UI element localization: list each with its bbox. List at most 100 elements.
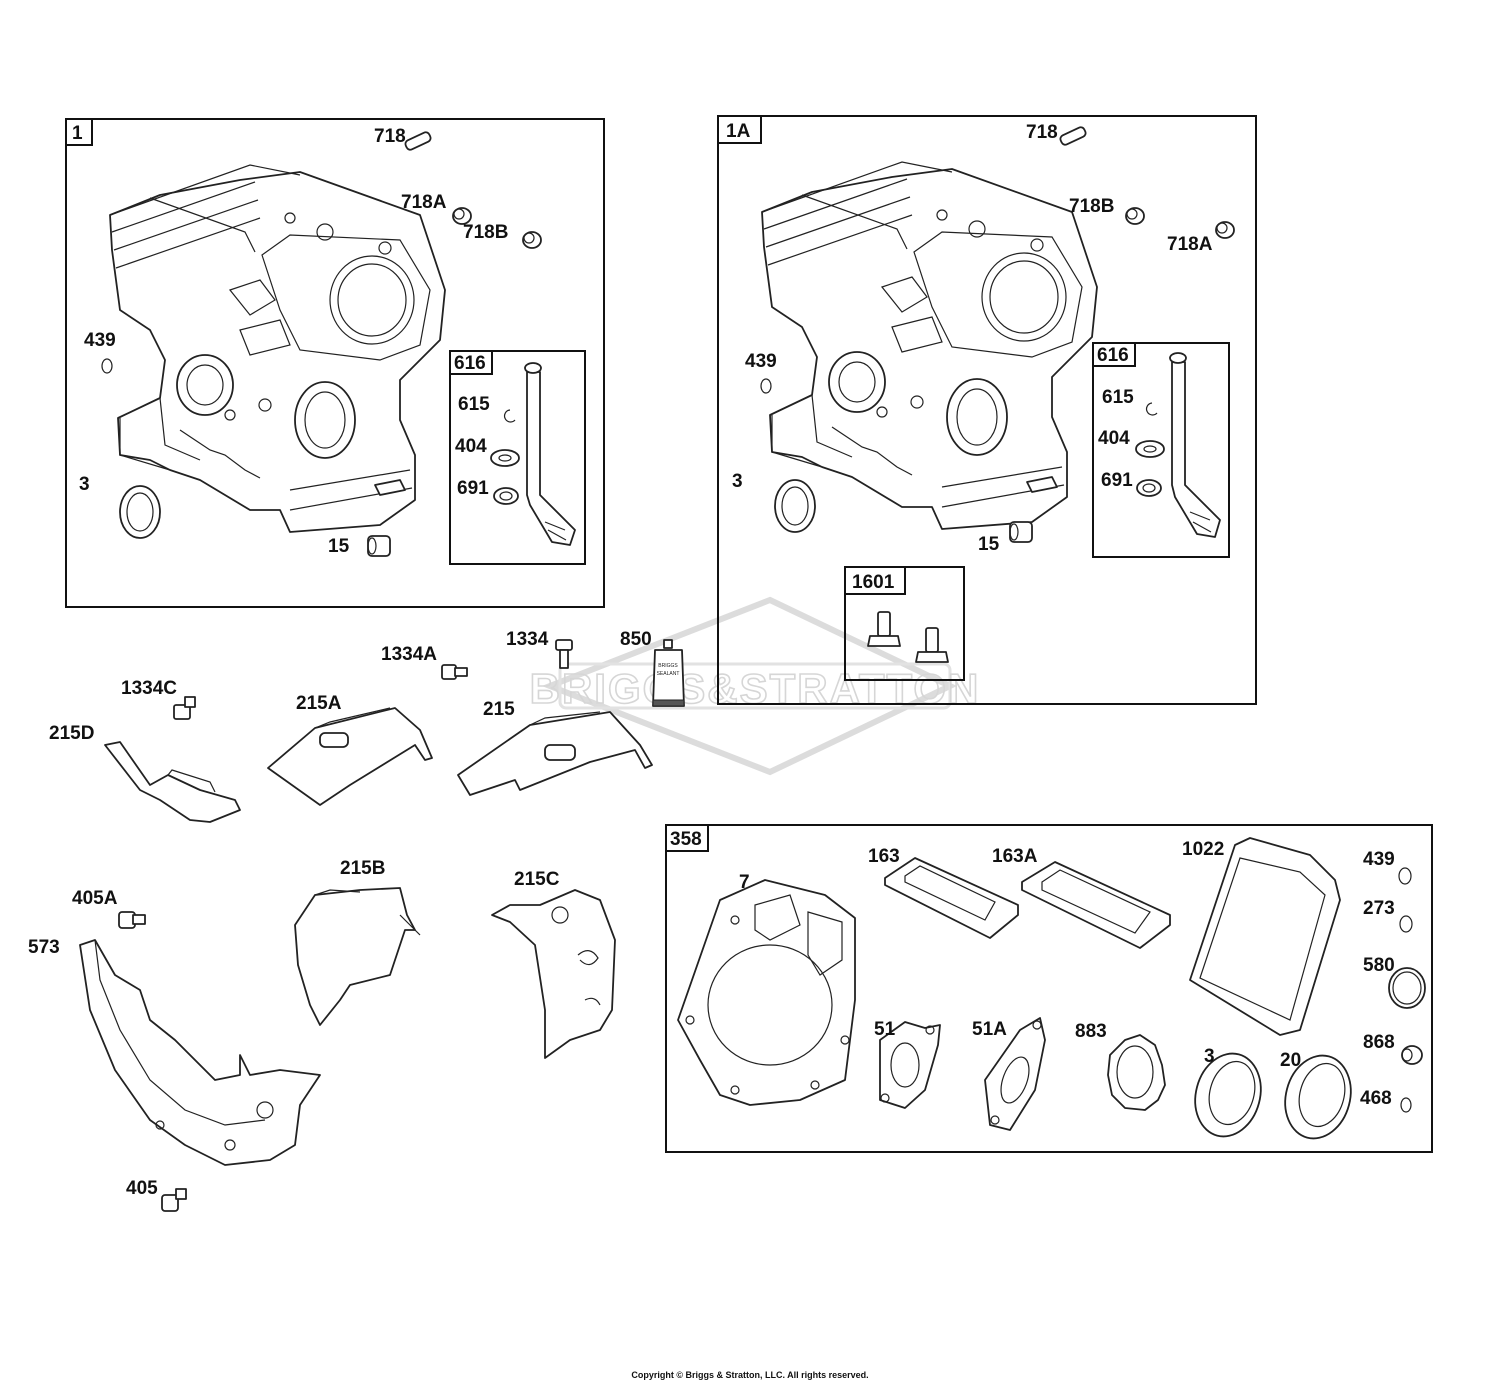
- seal-3-left[interactable]: [119, 485, 161, 539]
- baffle-215D[interactable]: [104, 741, 241, 823]
- baffle-215C[interactable]: [491, 889, 616, 1059]
- pin-718-left[interactable]: [404, 131, 432, 151]
- bolt-1334A[interactable]: [441, 664, 468, 680]
- gasket-163[interactable]: [884, 857, 1019, 939]
- clip-615-right[interactable]: [1146, 402, 1158, 416]
- label-215D: 215D: [49, 723, 94, 744]
- label-215C: 215C: [514, 869, 560, 890]
- label-468: 468: [1360, 1088, 1392, 1109]
- assembly-box-616-left[interactable]: 616: [449, 350, 586, 565]
- ring-273[interactable]: [1399, 915, 1413, 933]
- label-215B: 215B: [340, 858, 385, 879]
- box-label-1: 1: [72, 123, 83, 144]
- engine-block-left[interactable]: [109, 164, 446, 533]
- ring-439-left[interactable]: [101, 358, 113, 374]
- seal-691-left[interactable]: [493, 487, 519, 505]
- copyright-notice: Copyright © Briggs & Stratton, LLC. All …: [631, 1370, 869, 1380]
- label-1334C: 1334C: [121, 678, 177, 699]
- box-label-358: 358: [670, 829, 702, 850]
- assembly-box-1A[interactable]: 1A: [717, 115, 1257, 705]
- label-51A: 51A: [972, 1019, 1007, 1040]
- o-ring-580[interactable]: [1388, 967, 1426, 1009]
- dowel-15-right[interactable]: [1009, 521, 1033, 543]
- label-404-left: 404: [455, 436, 487, 457]
- label-3-set: 3: [1204, 1046, 1215, 1067]
- label-20: 20: [1280, 1050, 1301, 1071]
- bushing-718A-right[interactable]: [1215, 221, 1235, 239]
- bolt-405[interactable]: [161, 1188, 187, 1212]
- label-439-right: 439: [745, 351, 777, 372]
- seal-3-right[interactable]: [774, 479, 816, 533]
- bolt-1601-b[interactable]: [915, 627, 949, 663]
- bolt-1601-a[interactable]: [867, 611, 901, 647]
- label-3-left: 3: [79, 474, 90, 495]
- box-label-616-right: 616: [1097, 345, 1129, 366]
- label-3-right: 3: [732, 471, 743, 492]
- gasket-1022[interactable]: [1189, 837, 1341, 1036]
- dipstick-tube-right[interactable]: [1169, 352, 1221, 538]
- box-label-1601: 1601: [852, 572, 895, 593]
- label-163: 163: [868, 846, 900, 867]
- box-label-1A: 1A: [726, 121, 751, 142]
- washer-404-right[interactable]: [1135, 440, 1165, 458]
- label-718B-right: 718B: [1069, 196, 1114, 217]
- gasket-51A[interactable]: [984, 1017, 1046, 1131]
- pin-718-right[interactable]: [1059, 126, 1087, 146]
- seal-20[interactable]: [1276, 1048, 1360, 1146]
- label-215: 215: [483, 699, 515, 720]
- bushing-718A-left[interactable]: [452, 207, 472, 225]
- label-15-right: 15: [978, 534, 1000, 555]
- washer-404-left[interactable]: [490, 449, 520, 467]
- label-615-right: 615: [1102, 387, 1134, 408]
- label-405A: 405A: [72, 888, 118, 909]
- bolt-1334[interactable]: [555, 639, 573, 669]
- sealant-tube-850[interactable]: BRIGGS SEALANT: [652, 639, 685, 707]
- label-404-right: 404: [1098, 428, 1130, 449]
- label-163A: 163A: [992, 846, 1038, 867]
- gasket-883[interactable]: [1107, 1034, 1166, 1111]
- assembly-box-1601[interactable]: 1601: [844, 566, 965, 681]
- baffle-215A[interactable]: [267, 707, 433, 806]
- assembly-box-358[interactable]: 358: [665, 824, 1433, 1153]
- label-691-left: 691: [457, 478, 489, 499]
- dowel-15-left[interactable]: [367, 535, 391, 557]
- label-718A-right: 718A: [1167, 234, 1213, 255]
- bolt-405A[interactable]: [118, 911, 146, 929]
- label-1022: 1022: [1182, 839, 1224, 860]
- label-405: 405: [126, 1178, 158, 1199]
- label-15-left: 15: [328, 536, 350, 557]
- label-691-right: 691: [1101, 470, 1133, 491]
- label-1334: 1334: [506, 629, 549, 650]
- baffle-215B[interactable]: [294, 887, 421, 1026]
- seal-868[interactable]: [1401, 1045, 1423, 1065]
- ring-439-right[interactable]: [760, 378, 772, 394]
- label-718A-left: 718A: [401, 192, 447, 213]
- label-883: 883: [1075, 1021, 1107, 1042]
- bolt-1334C[interactable]: [173, 696, 196, 720]
- bushing-718B-left[interactable]: [522, 231, 542, 249]
- ring-468[interactable]: [1400, 1097, 1412, 1113]
- engine-block-right[interactable]: [761, 161, 1098, 530]
- assembly-box-616-right[interactable]: 616: [1092, 342, 1230, 558]
- label-273: 273: [1363, 898, 1395, 919]
- assembly-box-1[interactable]: 1: [65, 118, 605, 608]
- bushing-718B-right[interactable]: [1125, 207, 1145, 225]
- tube-text-2: SEALANT: [657, 671, 680, 677]
- dipstick-tube-left[interactable]: [524, 362, 576, 546]
- seal-3-set[interactable]: [1186, 1046, 1270, 1144]
- label-215A: 215A: [296, 693, 342, 714]
- label-868: 868: [1363, 1032, 1395, 1053]
- ring-439-set[interactable]: [1398, 867, 1412, 885]
- label-573: 573: [28, 937, 60, 958]
- gasket-51[interactable]: [879, 1021, 941, 1109]
- head-gasket-7[interactable]: [677, 879, 856, 1106]
- label-718-left: 718: [374, 126, 406, 147]
- clip-615-left[interactable]: [504, 409, 516, 423]
- baffle-215[interactable]: [457, 711, 653, 796]
- shroud-573[interactable]: [79, 939, 321, 1166]
- seal-691-right[interactable]: [1136, 479, 1162, 497]
- label-718-right: 718: [1026, 122, 1058, 143]
- gasket-163A[interactable]: [1021, 861, 1171, 949]
- label-850: 850: [620, 629, 652, 650]
